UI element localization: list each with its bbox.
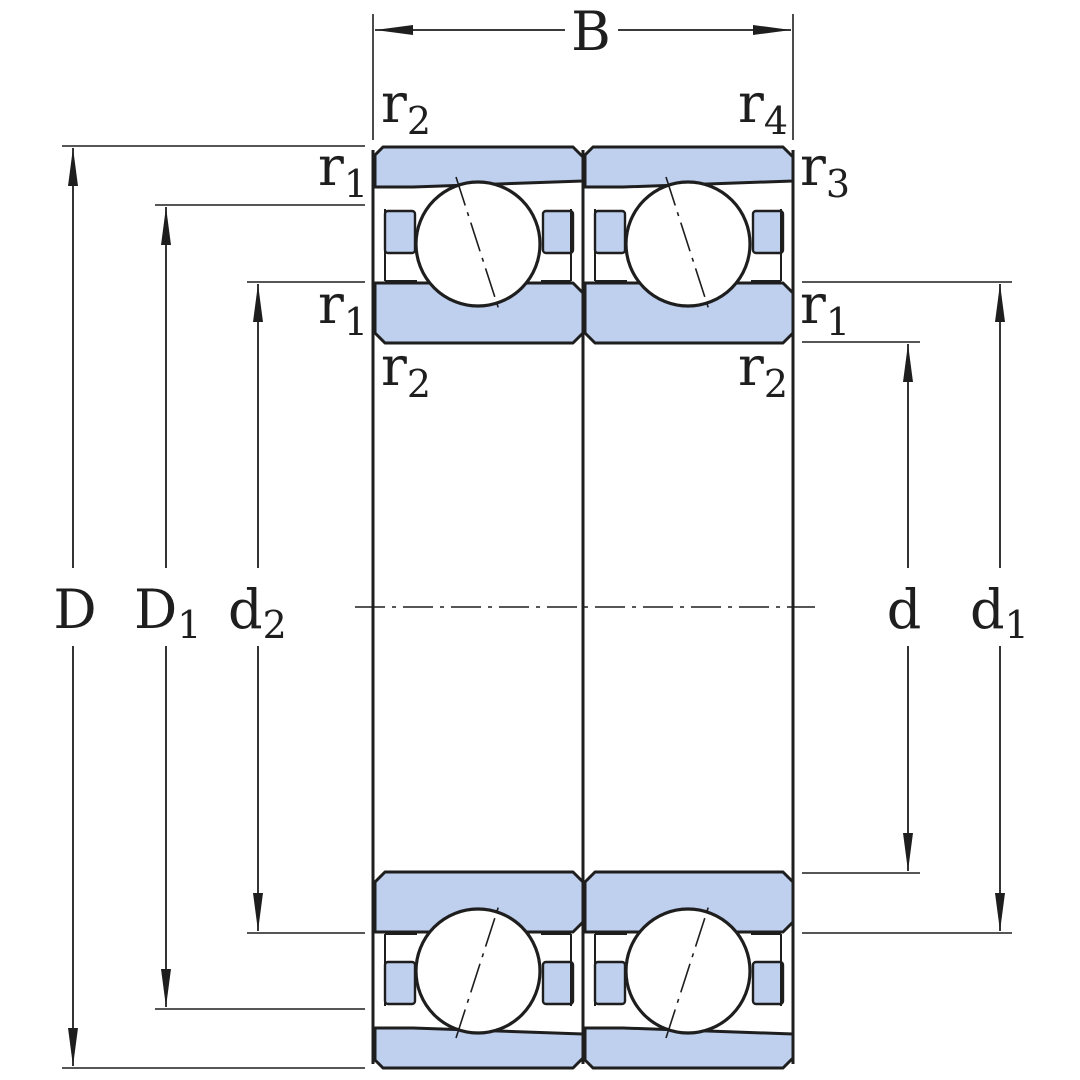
label-d1: d1 [970, 578, 1029, 647]
label-d: d [887, 578, 922, 641]
label-r1-inner-right: r1 [800, 273, 850, 344]
label-D: D [53, 578, 96, 641]
label-D1: D1 [134, 578, 201, 647]
extension-lines [62, 14, 1012, 1069]
ball-section-bottom-left [373, 870, 585, 1070]
label-r1-outer-left: r1 [318, 135, 368, 206]
ball-section-top-right [583, 145, 795, 345]
label-d2: d2 [228, 578, 287, 647]
ball-section-bottom-right [583, 870, 795, 1070]
label-r2-bore-left: r2 [381, 335, 431, 406]
label-r2-bore-right: r2 [738, 335, 788, 406]
label-r4-top-right: r4 [738, 72, 788, 143]
label-r1-inner-left: r1 [318, 273, 368, 344]
dimension-lines [68, 24, 1005, 1066]
label-r2-top-left: r2 [381, 72, 431, 143]
label-B: B [571, 0, 611, 63]
ball-section-top-left [373, 145, 585, 345]
label-r3-outer-right: r3 [800, 135, 850, 206]
